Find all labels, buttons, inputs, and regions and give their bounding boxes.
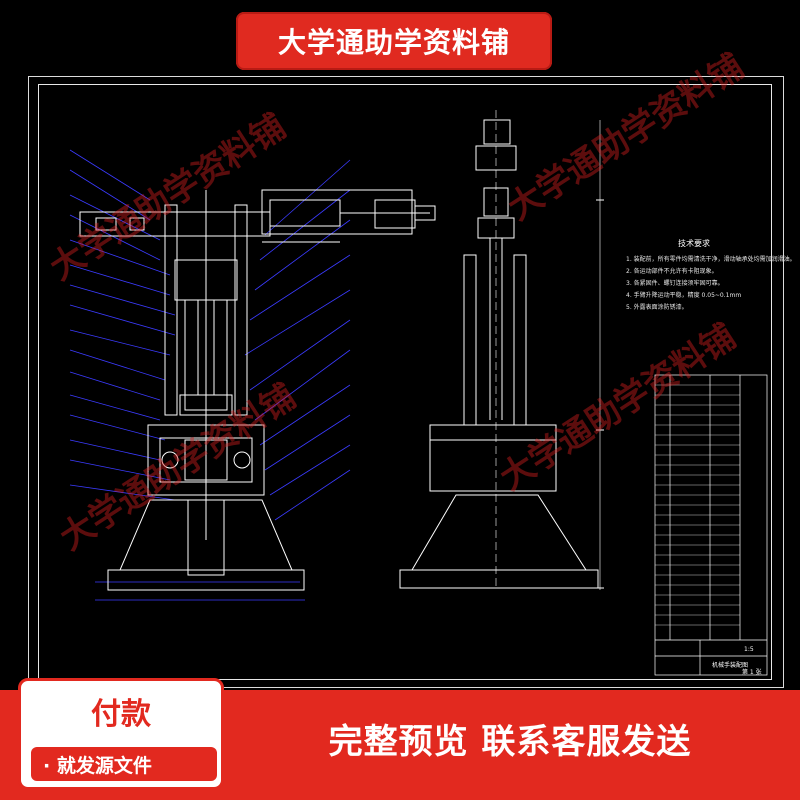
- title-block-scale: 1:5: [744, 646, 754, 653]
- contact-service-text: 完整预览 联系客服发送: [328, 722, 692, 762]
- tech-note: 4. 手臂升降运动平稳，精度 0.05~0.1mm: [626, 292, 742, 299]
- parts-list: [654, 374, 768, 676]
- column-assembly: [107, 190, 305, 591]
- drawing-border-inner: [38, 84, 772, 680]
- title-block-sheet: 第 1 张: [742, 669, 762, 676]
- title-block-name: 机械手装配图: [712, 662, 749, 669]
- tech-requirements-title: 技术要求: [678, 239, 710, 248]
- payment-subtitle: · 就发源文件: [31, 747, 217, 781]
- leader-lines-left: [69, 149, 351, 601]
- side-view: [399, 110, 604, 590]
- shop-banner: 大学通助学资料铺: [236, 12, 552, 70]
- tech-note: 2. 各运动部件不允许有卡阻现象。: [626, 268, 718, 275]
- payment-card[interactable]: 付款 · 就发源文件: [18, 678, 224, 790]
- tech-note: 3. 各紧固件、螺钉连接须牢固可靠。: [626, 280, 724, 287]
- arm-assembly: [79, 189, 436, 243]
- tech-note: 1. 装配前，所有零件均需清洗干净，滑动轴承处均需加润滑油。: [626, 256, 796, 263]
- payment-title: 付款: [91, 697, 151, 732]
- parts-list-rows: [655, 384, 740, 626]
- drawing-border-outer: [28, 76, 784, 688]
- tech-note: 5. 外露表面涂防锈漆。: [626, 304, 688, 311]
